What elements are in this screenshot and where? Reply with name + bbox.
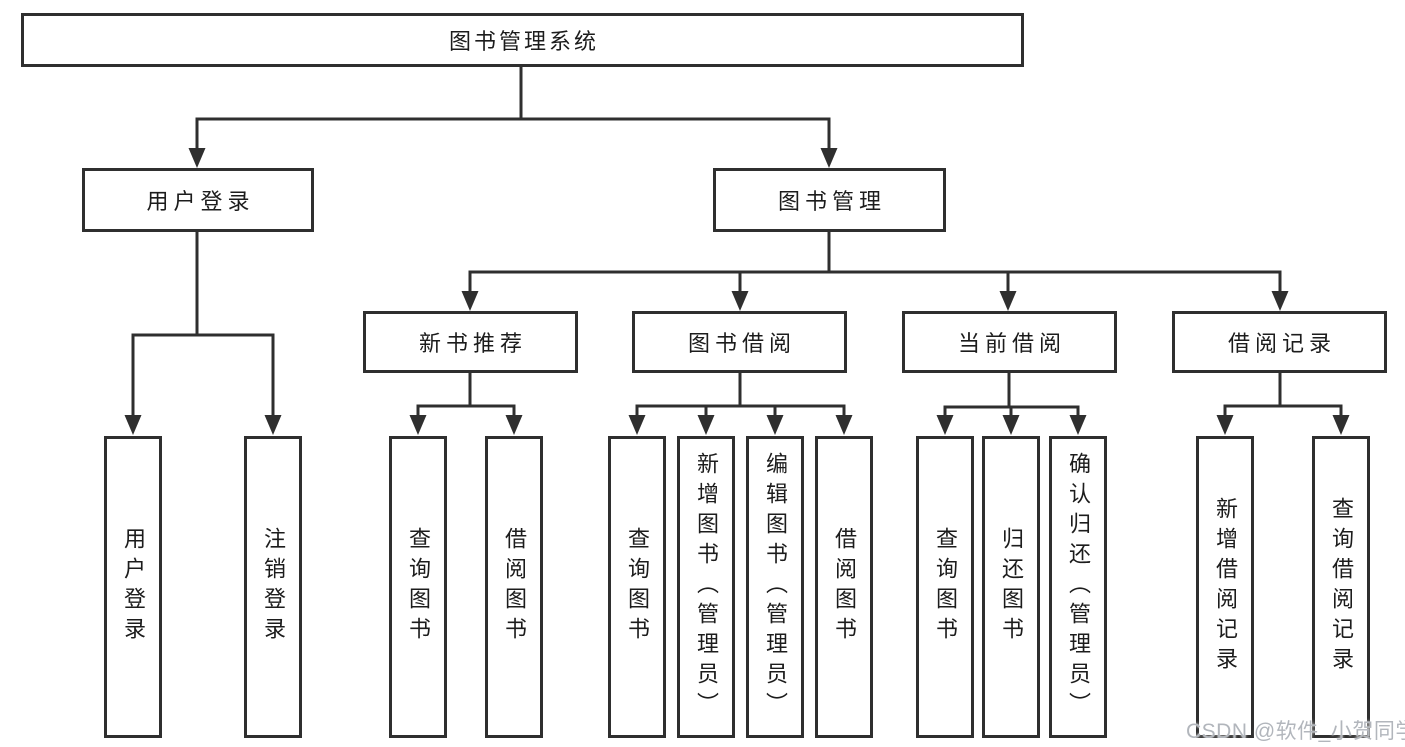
leaf-bb-borrow-book-label: 借阅图书	[832, 527, 857, 647]
leaf-cb-query-book-label: 查询图书	[933, 527, 958, 647]
leaf-logout: 注销登录	[244, 436, 302, 738]
leaf-rec-borrow-book: 借阅图书	[485, 436, 543, 738]
leaf-bb-add-book-admin: 新增图书（管理员）	[677, 436, 735, 738]
node-library-system-label: 图书管理系统	[448, 29, 599, 54]
node-book-management-label: 图书管理	[777, 189, 886, 214]
node-new-book-recommend: 新书推荐	[363, 311, 578, 373]
leaf-cb-confirm-return-admin-label: 确认归还（管理员）	[1066, 452, 1091, 722]
node-user-login-label: 用户登录	[146, 189, 255, 214]
node-book-borrowing-label: 图书借阅	[687, 331, 796, 356]
node-borrowing-records: 借阅记录	[1172, 311, 1387, 373]
leaf-rec-borrow-book-label: 借阅图书	[502, 527, 527, 647]
leaf-logout-label: 注销登录	[261, 527, 286, 647]
leaf-user-login-label: 用户登录	[121, 527, 146, 647]
leaf-rec-query-book-label: 查询图书	[406, 527, 431, 647]
leaf-cb-return-book: 归还图书	[982, 436, 1040, 738]
leaf-cb-confirm-return-admin: 确认归还（管理员）	[1049, 436, 1107, 738]
leaf-br-add-record-label: 新增借阅记录	[1213, 497, 1238, 677]
node-borrowing-records-label: 借阅记录	[1227, 331, 1336, 356]
node-book-borrowing: 图书借阅	[632, 311, 847, 373]
leaf-bb-edit-book-admin: 编辑图书（管理员）	[746, 436, 804, 738]
leaf-cb-return-book-label: 归还图书	[999, 527, 1024, 647]
leaf-rec-query-book: 查询图书	[389, 436, 447, 738]
node-library-system: 图书管理系统	[21, 13, 1024, 67]
leaf-bb-borrow-book: 借阅图书	[815, 436, 873, 738]
node-book-management: 图书管理	[713, 168, 946, 232]
leaf-bb-query-book-label: 查询图书	[625, 527, 650, 647]
node-current-borrowing: 当前借阅	[902, 311, 1117, 373]
leaf-br-add-record: 新增借阅记录	[1196, 436, 1254, 738]
arrowheads	[124, 148, 1350, 435]
leaf-bb-query-book: 查询图书	[608, 436, 666, 738]
leaf-br-query-record: 查询借阅记录	[1312, 436, 1370, 738]
node-current-borrowing-label: 当前借阅	[957, 331, 1066, 356]
leaf-bb-edit-book-admin-label: 编辑图书（管理员）	[763, 452, 788, 722]
leaf-br-query-record-label: 查询借阅记录	[1329, 497, 1354, 677]
leaf-bb-add-book-admin-label: 新增图书（管理员）	[694, 452, 719, 722]
leaf-cb-query-book: 查询图书	[916, 436, 974, 738]
node-user-login: 用户登录	[82, 168, 314, 232]
csdn-watermark: CSDN @软件_小贺同学	[1186, 720, 1405, 743]
leaf-user-login: 用户登录	[104, 436, 162, 738]
node-new-book-recommend-label: 新书推荐	[418, 331, 527, 356]
